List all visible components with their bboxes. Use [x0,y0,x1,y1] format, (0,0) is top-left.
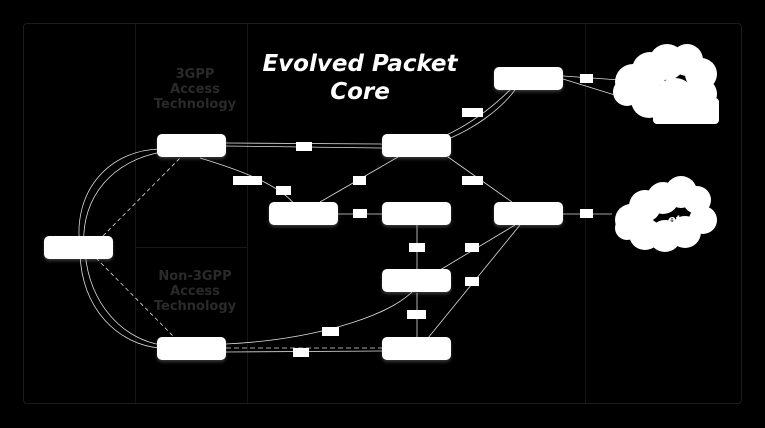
diagram-title: Evolved Packet Core [262,51,458,105]
interface-tag [465,277,479,286]
interface-tag [233,176,262,185]
interface-tag [353,209,367,218]
zone-divider-left [135,24,136,403]
interface-tag [580,74,593,83]
node-mme[interactable] [269,202,338,225]
node-pcrf[interactable] [382,269,451,292]
interface-tag [293,348,309,357]
node-pgw-top[interactable] [494,67,563,90]
zone-divider-horizontal [135,247,247,248]
link-ue-enodeb [78,148,161,249]
cloud-icon [613,44,719,124]
interface-tag [409,243,425,252]
link-ue-enodeb-dashed [97,157,181,242]
node-epdg[interactable] [382,337,451,360]
interface-tag [462,108,483,117]
link-ue-non3gpp-dashed [95,257,176,339]
interface-tag [407,310,426,319]
interface-tag [276,186,291,195]
link-ue-non3gpp [79,249,161,349]
cloud-icon [615,176,717,252]
interface-tag [296,142,312,151]
link-pgw-top-cloud [562,78,619,97]
interface-tag [322,327,339,336]
node-non3gpp-access[interactable] [157,337,226,360]
node-enodeb[interactable] [157,134,226,157]
node-hss[interactable] [382,202,451,225]
zone-label-non3gpp: Non-3GPP Access Technology [153,269,237,314]
diagram-frame [23,23,742,404]
pdn-label: ) et, [668,200,685,226]
interface-tag [465,243,479,252]
link-ue-enodeb [83,151,163,249]
zone-label-3gpp: 3GPP Access Technology [153,67,237,112]
node-sgw[interactable] [382,134,451,157]
link-ue-non3gpp [84,249,163,346]
interface-tag [462,176,483,185]
zone-divider-middle [247,24,248,403]
node-pgw[interactable] [494,202,563,225]
interface-tag [580,209,593,218]
link-non3gpp-epdg [225,291,413,345]
interface-tag [353,176,366,185]
node-ue[interactable] [44,236,113,259]
link-sgw-pgw-top [445,89,516,141]
